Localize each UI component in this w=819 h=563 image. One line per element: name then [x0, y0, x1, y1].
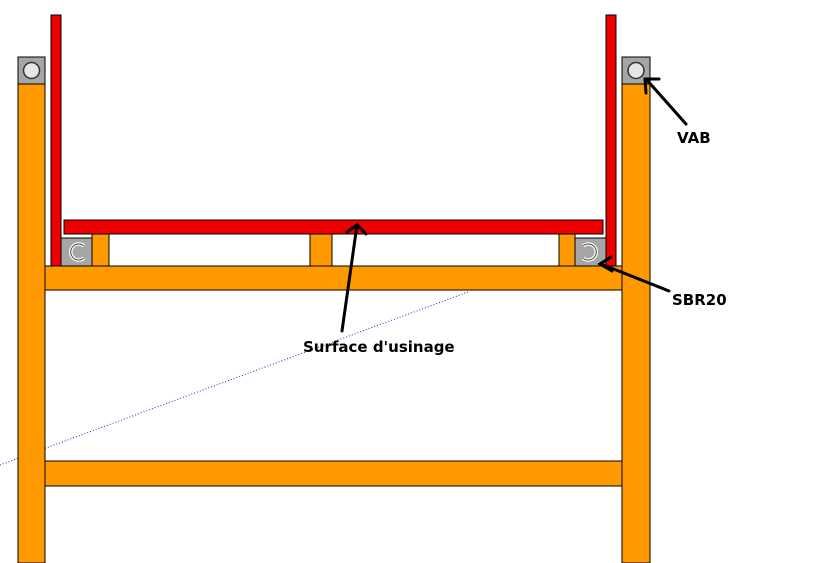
vab-bearing-right — [621, 56, 651, 85]
sbr20-rail-left — [60, 237, 93, 267]
right-post — [621, 56, 651, 563]
surface-label: Surface d'usinage — [303, 338, 455, 356]
right-side-plate — [605, 14, 617, 267]
left-post — [17, 56, 46, 563]
lower-crossbeam — [44, 460, 623, 487]
support-block-left — [91, 233, 110, 267]
sbr20-label: SBR20 — [672, 291, 727, 309]
support-block-right — [558, 233, 576, 267]
dotted-construction-line — [0, 291, 469, 466]
machining-surface — [63, 219, 604, 235]
arrow-to-machining-surface — [340, 223, 368, 333]
arrow-to-sbr20 — [597, 255, 671, 293]
vab-label: VAB — [677, 129, 711, 147]
left-side-plate — [50, 14, 62, 267]
sbr20-rail-right — [574, 237, 607, 267]
support-block-center — [309, 233, 333, 267]
vab-bearing-left — [17, 56, 46, 85]
arrow-to-vab — [643, 77, 688, 126]
upper-crossbeam — [44, 265, 623, 291]
